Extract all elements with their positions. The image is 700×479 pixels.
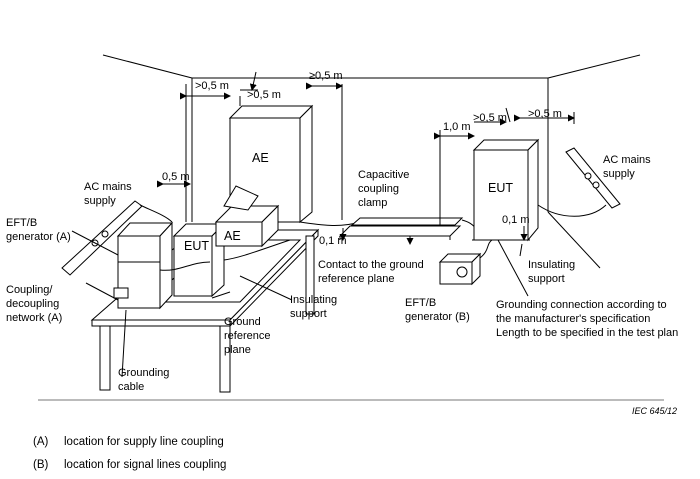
grounding-connection-label: Grounding connection according to the ma…	[496, 299, 678, 339]
mains-cable-right	[537, 204, 607, 217]
leader-lines	[71, 230, 529, 378]
capacitive-coupling-clamp	[338, 217, 464, 240]
room-outline	[38, 54, 664, 401]
dimension-lines	[157, 71, 575, 245]
dist-mains-label: 0,5 m	[162, 171, 190, 183]
coupling-network-label: Coupling/ decoupling network (A)	[6, 284, 62, 324]
dist-clamp-height-label: 0,1 m	[319, 235, 347, 247]
capacitive-clamp-label: Capacitive coupling clamp	[358, 169, 412, 209]
dist-eut-clamp-label: 1,0 m	[443, 121, 471, 133]
eftb-generator-b-label: EFT/B generator (B)	[405, 297, 470, 323]
ground-plane-label: Ground reference plane	[224, 316, 274, 356]
eut-on-floor	[472, 138, 540, 242]
eut-on-table	[172, 222, 226, 298]
insulating-support-floor-label: Insulating support	[528, 259, 578, 285]
figure-reference: IEC 645/12	[632, 406, 677, 416]
eftb-generator-a-label: EFT/B generator (A)	[6, 217, 71, 243]
coupling-decoupling-network	[113, 221, 174, 310]
ae-cabinet-label: AE	[252, 151, 269, 165]
insulating-support-table-label: Insulating support	[290, 294, 340, 320]
dist-eut-height-label: 0,1 m	[502, 214, 530, 226]
ac-mains-right-label: AC mains supply	[603, 154, 654, 180]
ac-mains-strip-right	[565, 147, 621, 209]
dist-eut-top-right-label: >0,5 m	[528, 108, 562, 120]
grounding-cable-label: Grounding cable	[118, 367, 172, 393]
eut-floor-label: EUT	[488, 181, 513, 195]
eut-table-label: EUT	[184, 239, 209, 253]
ac-mains-left-label: AC mains supply	[84, 181, 135, 207]
dist-ae-right-label: >0,5 m	[247, 89, 281, 101]
contact-ground-label: Contact to the ground reference plane	[318, 259, 427, 285]
dist-ae-left-label: >0,5 m	[195, 80, 229, 92]
eftb-generator-b	[438, 252, 482, 286]
generator-b-cable	[479, 239, 493, 259]
dist-ae-clamp-label: ≥0,5 m	[309, 70, 343, 82]
dist-eut-top-left-label: >0,5 m	[473, 112, 507, 124]
ae-box-label: AE	[224, 229, 241, 243]
ae-box-on-table	[214, 185, 280, 248]
